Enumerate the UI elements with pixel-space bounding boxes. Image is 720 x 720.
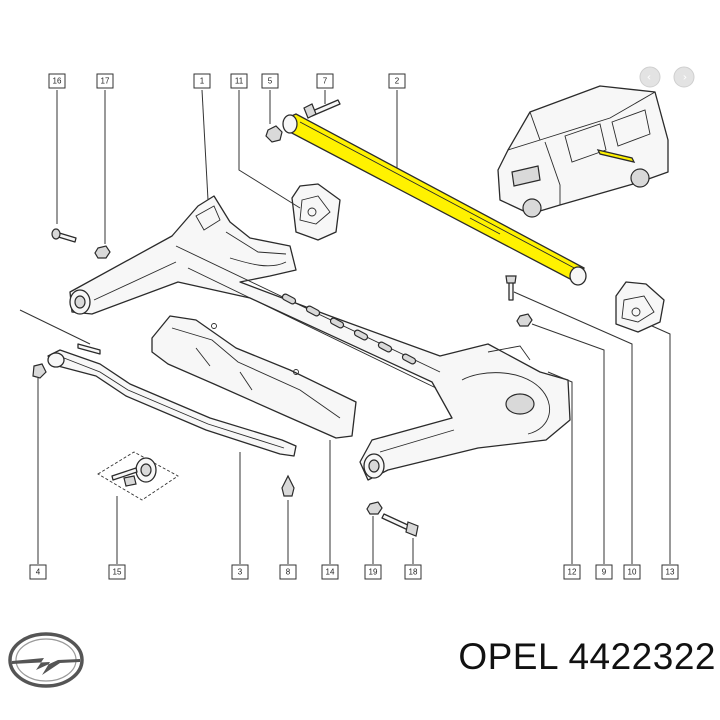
bracket-part-11 (291, 183, 341, 241)
chevron-left-icon: ‹ (647, 71, 651, 84)
nut-part-5 (265, 125, 283, 143)
svg-text:15: 15 (113, 568, 122, 577)
nut-part-9 (516, 313, 533, 327)
svg-text:8: 8 (286, 568, 291, 577)
bracket-part-13 (615, 281, 665, 333)
callout-14: 14 (321, 564, 339, 580)
svg-text:13: 13 (666, 568, 675, 577)
nut-part-17 (94, 245, 111, 259)
leader-lines (19, 89, 671, 564)
bolt-part-7 (303, 99, 341, 119)
axle-beam-part-1 (69, 195, 571, 481)
nut-part-19 (366, 501, 383, 515)
callout-1: 1 (193, 73, 211, 89)
svg-text:2: 2 (395, 77, 400, 86)
svg-text:17: 17 (101, 77, 110, 86)
svg-text:5: 5 (268, 77, 273, 86)
svg-text:4: 4 (36, 568, 41, 577)
svg-text:10: 10 (628, 568, 637, 577)
callout-9: 9 (595, 564, 613, 580)
callout-2: 2 (388, 73, 406, 89)
heat-shield-part-14 (151, 315, 357, 439)
svg-text:11: 11 (235, 77, 244, 86)
callout-7: 7 (316, 73, 334, 89)
svg-text:12: 12 (568, 568, 577, 577)
callout-3: 3 (231, 564, 249, 580)
prev-image-button[interactable]: ‹ (639, 66, 661, 88)
svg-text:3: 3 (238, 568, 243, 577)
part-number-caption: OPEL 4422322 (458, 636, 716, 677)
svg-text:1: 1 (200, 77, 205, 86)
bolt-part-10 (505, 275, 517, 301)
van-illustration (497, 85, 669, 218)
svg-text:14: 14 (326, 568, 335, 577)
callout-19: 19 (364, 564, 382, 580)
callout-13: 13 (661, 564, 679, 580)
next-image-button[interactable]: › (673, 66, 695, 88)
bolt-part-18 (381, 513, 419, 537)
callout-8: 8 (279, 564, 297, 580)
svg-text:7: 7 (323, 77, 328, 86)
svg-text:16: 16 (53, 77, 62, 86)
callout-4: 4 (29, 564, 47, 580)
callout-15: 15 (108, 564, 126, 580)
rod-part-3 (32, 343, 297, 457)
callout-16: 16 (48, 73, 66, 89)
bush-kit-part-15 (97, 451, 179, 501)
callout-5: 5 (261, 73, 279, 89)
highlighted-rod-part-2[interactable] (282, 113, 587, 286)
svg-text:19: 19 (369, 568, 378, 577)
bump-stop-part-8 (281, 474, 295, 497)
callout-11: 11 (230, 73, 248, 89)
svg-text:9: 9 (602, 568, 607, 577)
callout-18: 18 (404, 564, 422, 580)
svg-text:18: 18 (409, 568, 418, 577)
callout-10: 10 (623, 564, 641, 580)
callout-17: 17 (96, 73, 114, 89)
callout-12: 12 (563, 564, 581, 580)
chevron-right-icon: › (683, 71, 687, 84)
bolt-part-16 (51, 228, 77, 243)
opel-logo-icon (8, 632, 84, 688)
